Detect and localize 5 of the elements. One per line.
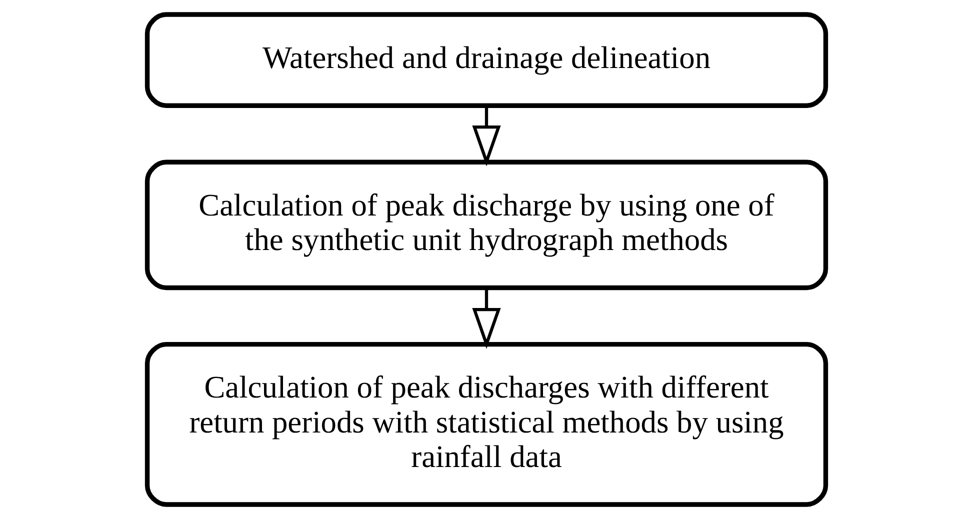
arrow	[472, 288, 501, 349]
node-box: Calculation of peak discharge by using one of the synthetic unit hydrograph methods	[144, 160, 828, 290]
node-box: Calculation of peak discharges with different return periods with statistical methods by using rainfall data	[144, 342, 828, 507]
node-box: Watershed and drainage delineation	[144, 12, 828, 108]
arrow	[472, 106, 501, 166]
